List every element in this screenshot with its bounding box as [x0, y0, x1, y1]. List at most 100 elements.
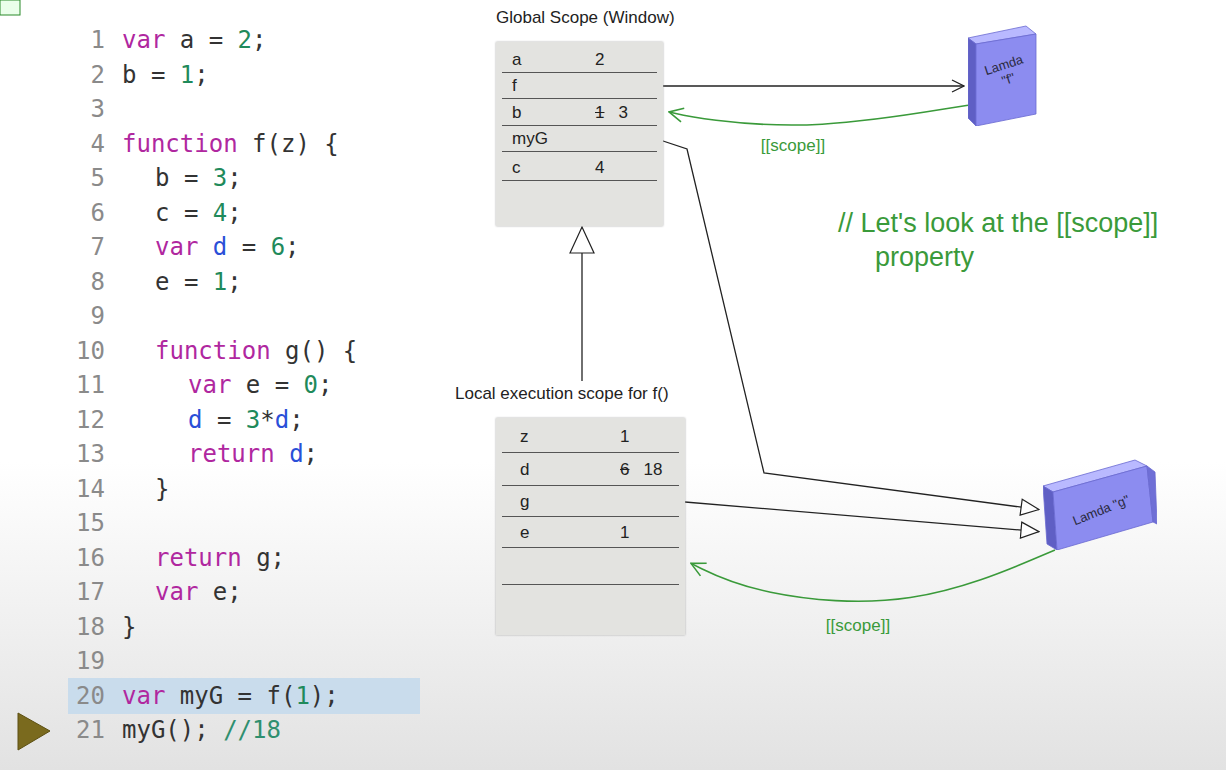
code-token: ;: [285, 233, 299, 261]
code-token: ;: [227, 199, 241, 227]
code-token: b =: [155, 164, 213, 192]
variable-value: 4: [595, 155, 604, 181]
code-line: var d = 6;: [155, 233, 300, 261]
code-line: return g;: [155, 544, 285, 572]
variable-value: 18: [643, 453, 662, 486]
code-token: myG();: [122, 716, 223, 744]
variable-name: c: [512, 155, 521, 181]
line-number: 9: [55, 302, 105, 330]
variable-name: g: [520, 486, 529, 517]
cube-face: [968, 38, 976, 126]
scope-heading: Global Scope (Window): [496, 8, 675, 28]
reference-arrow: [657, 85, 964, 86]
current-line-highlight: [68, 678, 420, 714]
variable-name: myG: [512, 126, 548, 152]
code-token: 3: [246, 406, 260, 434]
code-token: g() {: [271, 337, 358, 365]
code-line: c = 4;: [155, 199, 242, 227]
corner-tag: [0, 0, 20, 15]
code-token: d: [275, 406, 289, 434]
variable-row: myG: [502, 126, 657, 152]
cube-face: [1053, 466, 1153, 550]
code-token: g;: [242, 544, 285, 572]
variable-name: z: [520, 421, 529, 453]
line-number: 2: [55, 61, 105, 89]
code-token: );: [310, 682, 339, 710]
variable-name: f: [512, 73, 517, 99]
line-number: 18: [55, 613, 105, 641]
code-token: myG = f(: [165, 682, 295, 710]
code-token: *: [260, 406, 274, 434]
code-token: e =: [155, 268, 213, 296]
variable-row: e1: [502, 517, 679, 548]
code-token: b =: [122, 61, 180, 89]
code-token: e =: [231, 371, 303, 399]
line-number: 3: [55, 95, 105, 123]
code-token: 1: [213, 268, 227, 296]
code-token: f(z) {: [238, 130, 339, 158]
code-token: var: [122, 26, 165, 54]
code-token: 2: [238, 26, 252, 54]
code-token: ;: [318, 371, 332, 399]
variable-name: b: [512, 99, 521, 126]
code-token: 4: [213, 199, 227, 227]
cube-face: [976, 34, 1036, 126]
line-number: 12: [55, 406, 105, 434]
code-token: var: [155, 233, 198, 261]
code-token: e;: [198, 578, 241, 606]
code-line: e = 1;: [155, 268, 242, 296]
code-line: var a = 2;: [122, 26, 267, 54]
variable-value: 1: [595, 99, 604, 126]
code-token: //18: [223, 716, 281, 744]
variable-row: f: [502, 73, 657, 99]
code-token: }: [122, 613, 136, 641]
line-number: 20: [55, 682, 105, 710]
line-number: 15: [55, 509, 105, 537]
code-line: b = 1;: [122, 61, 209, 89]
code-token: ;: [227, 268, 241, 296]
code-token: d: [188, 406, 202, 434]
edge-label: [[scope]]: [761, 136, 825, 156]
code-token: var: [122, 682, 165, 710]
scope-panel: a2fb 13 myG c 4: [496, 42, 663, 226]
code-token: 3: [213, 164, 227, 192]
code-line: b = 3;: [155, 164, 242, 192]
scope-panel: z1d618ge1: [496, 418, 685, 635]
code-token: function: [155, 337, 271, 365]
code-token: function: [122, 130, 238, 158]
code-token: d: [213, 233, 227, 261]
variable-row: d618: [502, 453, 679, 486]
variable-row: g: [502, 486, 679, 517]
variable-row: z1: [502, 421, 679, 453]
variable-name: a: [512, 47, 521, 73]
line-number: 13: [55, 440, 105, 468]
code-token: ;: [194, 61, 208, 89]
code-token: }: [155, 475, 169, 503]
variable-row: b 13: [502, 99, 657, 126]
variable-name: e: [520, 517, 529, 548]
variable-value: 3: [618, 99, 627, 126]
scope-heading: Local execution scope for f(): [455, 384, 669, 404]
code-token: 0: [304, 371, 318, 399]
execution-pointer: [18, 713, 50, 750]
code-token: =: [202, 406, 245, 434]
code-line: function g() {: [155, 337, 357, 365]
line-number: 16: [55, 544, 105, 572]
code-token: 1: [295, 682, 309, 710]
code-token: var: [155, 578, 198, 606]
code-line: myG(); //18: [122, 716, 281, 744]
line-number: 8: [55, 268, 105, 296]
reference-arrow: [679, 502, 1039, 532]
variable-value: 6: [620, 453, 629, 486]
code-token: 6: [271, 233, 285, 261]
line-number: 10: [55, 337, 105, 365]
scope-link: [669, 105, 968, 125]
code-line: }: [155, 475, 169, 503]
lambda-cube: Lamda "g": [1043, 458, 1157, 550]
variable-row: a2: [502, 47, 657, 73]
line-number: 6: [55, 199, 105, 227]
code-line: }: [122, 613, 136, 641]
reference-arrow: [581, 227, 582, 381]
code-token: ;: [227, 164, 241, 192]
line-number: 19: [55, 647, 105, 675]
